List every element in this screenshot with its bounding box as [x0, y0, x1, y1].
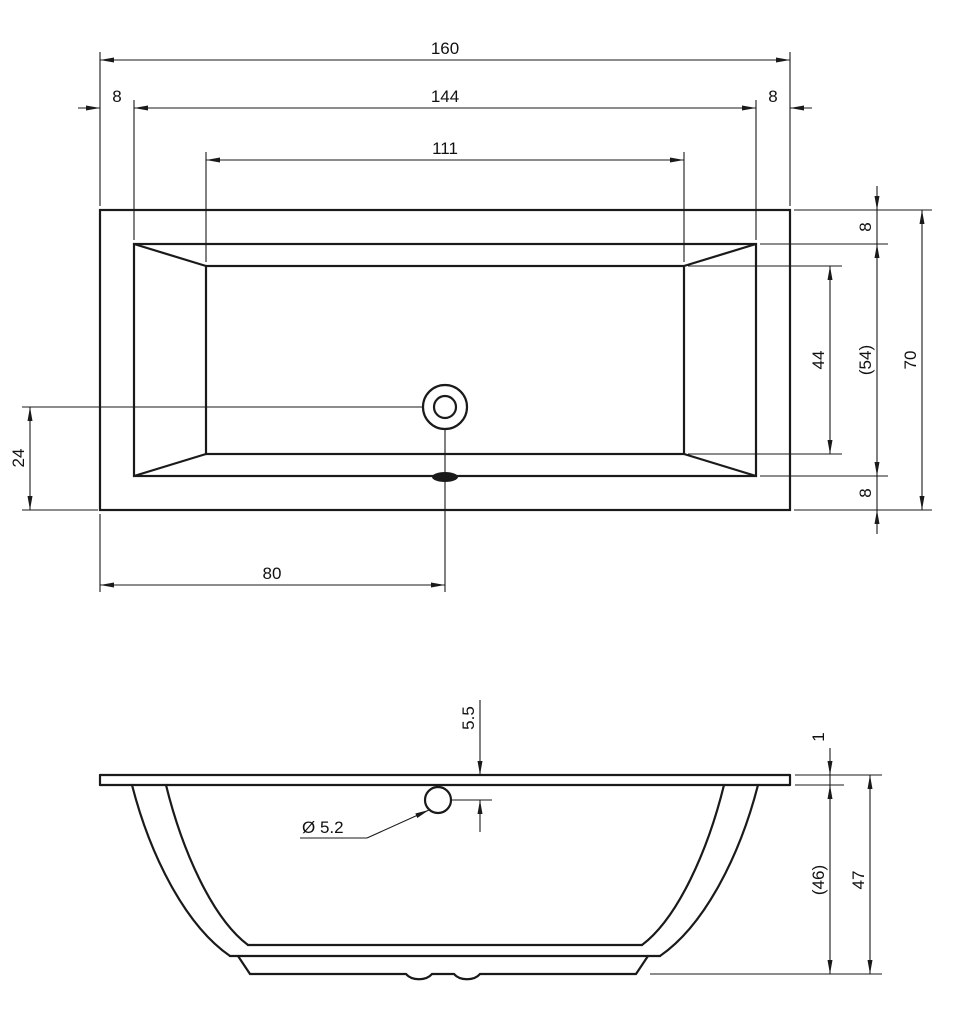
drain-diameter-label: Ø 5.2	[302, 818, 344, 837]
floor-width-label: 111	[432, 139, 458, 158]
rim-inner-depth-label: (54)	[856, 345, 875, 375]
body-inner-right	[640, 783, 726, 947]
bottom-outlet-ellipse	[432, 472, 458, 482]
rim-bottom-label: 8	[856, 488, 875, 497]
right-extension-lines	[688, 209, 932, 511]
dim-rim-top: 8	[856, 186, 880, 244]
dim-overall-depth: 70	[901, 210, 925, 510]
dim-rim-width: 8 144 8	[78, 87, 812, 240]
rim-inner-width-label: 144	[431, 87, 459, 106]
drain-hole-circle	[423, 785, 453, 815]
dim-overall-width: 160	[99, 39, 791, 206]
body-outer-right	[658, 783, 760, 958]
overall-depth-label: 70	[901, 351, 920, 370]
drain-from-bottom-label: 24	[9, 449, 28, 468]
top-view: 160 8 144 8 111	[9, 39, 932, 592]
rim-thickness-label: 1	[809, 732, 828, 741]
rim-top-label: 8	[856, 222, 875, 231]
side-view: 5.5 Ø 5.2 1 (46) 47	[98, 700, 882, 981]
tub-side-profile	[98, 773, 792, 981]
drain-from-left-label: 80	[263, 564, 282, 583]
base-profile	[236, 954, 650, 981]
dim-rim-inner-depth: (54)	[856, 244, 880, 476]
dim-floor-width: 111	[205, 139, 685, 262]
floor-depth-label: 44	[809, 351, 828, 370]
side-extension-lines	[650, 774, 882, 975]
dim-body-height: (46)	[809, 775, 833, 974]
drain-diameter-callout: Ø 5.2	[300, 809, 430, 839]
drain-inner-circle	[432, 394, 458, 420]
rim-right-label: 8	[768, 87, 777, 106]
dim-rim-thickness: 1	[809, 732, 833, 775]
dim-drain-below-rim: 5.5	[452, 700, 492, 832]
body-height-label: (46)	[809, 865, 828, 895]
body-inner-left	[164, 783, 250, 947]
rim-left-label: 8	[112, 87, 121, 106]
drain-below-rim-label: 5.5	[459, 706, 478, 730]
dim-floor-depth: 44	[809, 266, 833, 454]
dim-rim-bottom: 8	[856, 476, 880, 534]
body-outer-left	[130, 783, 232, 958]
dim-drain-from-bottom: 24	[9, 407, 98, 511]
corner-slope-lines	[132, 242, 758, 478]
dim-drain-from-left: 80	[99, 514, 445, 592]
overall-height-label: 47	[849, 871, 868, 890]
overall-width-label: 160	[431, 39, 459, 58]
dim-overall-height: 47	[849, 775, 873, 974]
